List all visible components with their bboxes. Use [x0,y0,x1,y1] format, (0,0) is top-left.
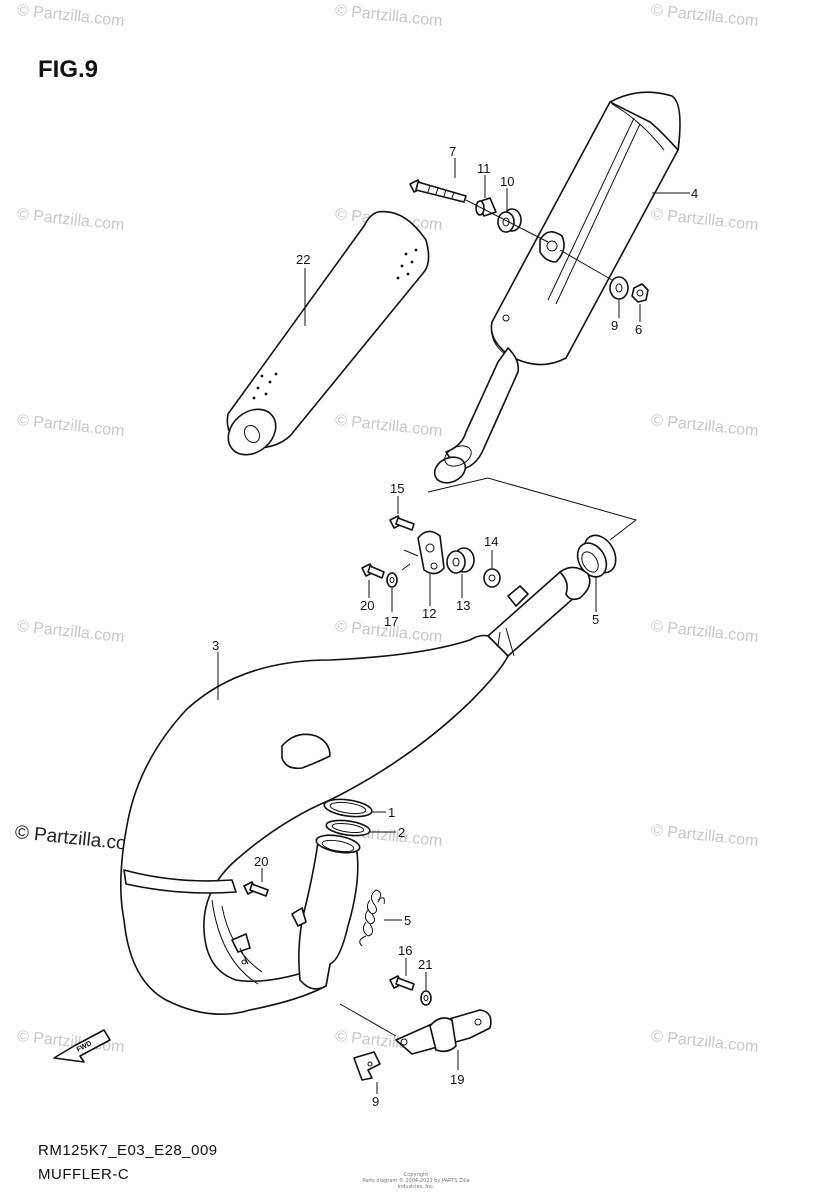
callout-18: 17 [384,614,398,629]
washer-part[interactable] [420,990,432,1006]
exhaust-chamber-part[interactable] [120,566,591,1015]
collar-part[interactable] [475,197,497,217]
grommet-part[interactable] [497,208,522,233]
copyright-line-1: Copyright [403,1172,429,1178]
callout-20-lower: 20 [254,854,268,869]
callout-19: 19 [450,1072,464,1087]
nut-part[interactable] [631,283,649,303]
callout-14: 13 [456,598,470,613]
callout-2: 2 [398,825,405,840]
sleeve-part[interactable] [219,210,430,464]
collar-part[interactable] [483,568,501,588]
bracket-part[interactable] [417,530,445,575]
callout-16: 15 [390,481,404,496]
callout-12: 11 [477,161,491,176]
callout-11: 10 [500,174,514,189]
callout-7: 6 [635,322,642,337]
bolt-part[interactable] [361,563,385,579]
callout-21: 21 [418,957,432,972]
callout-4: 4 [691,186,698,201]
callout-17: 16 [398,943,412,958]
callout-8: 7 [449,144,456,159]
copyright-line-2: Parts diagram © 2004-2021 by PARTS Zilla… [362,1178,470,1190]
model-code: RM125K7_E03_E28_009 [38,1142,218,1159]
washer-part[interactable] [386,572,398,588]
callout-20-upper: 20 [360,598,374,613]
bolt-part[interactable] [243,881,269,897]
callout-9: 9 [372,1094,379,1109]
group-name: MUFFLER-C [38,1166,130,1183]
washer-part[interactable] [609,276,629,300]
silencer-part[interactable] [430,91,681,487]
forward-arrow-icon: FWD [53,1029,111,1063]
callout-3: 3 [212,638,219,653]
callout-5: 5 [404,913,411,928]
gasket-part[interactable] [325,818,371,838]
copyright-note: Copyright Parts diagram © 2004-2021 by P… [356,1172,476,1190]
bolt-part[interactable] [389,515,415,531]
figure-title: FIG.9 [38,56,99,83]
bracket-part[interactable] [395,1009,492,1055]
clip-part[interactable] [353,1051,381,1081]
callout-13: 12 [422,606,436,621]
gasket-part[interactable] [323,797,373,820]
callout-10: 9 [611,318,618,333]
callout-15: 14 [484,534,498,549]
seal-part[interactable] [572,530,622,582]
damper-part[interactable] [446,547,475,574]
callout-1: 1 [388,805,395,820]
spring-part[interactable] [359,889,385,947]
bolt-part[interactable] [409,179,467,203]
callout-6: 5 [592,612,599,627]
callout-22: 22 [296,252,310,267]
bolt-part[interactable] [389,975,415,991]
